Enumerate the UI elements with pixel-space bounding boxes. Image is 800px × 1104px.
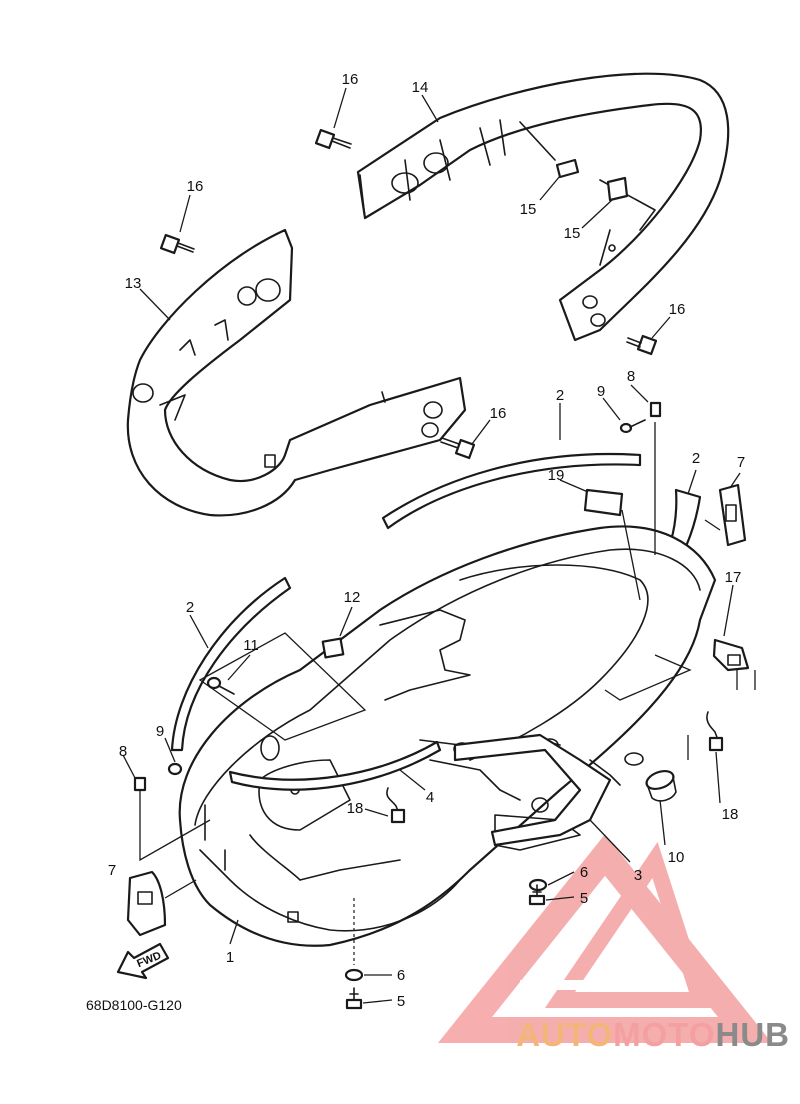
part-2-seal-left: [170, 576, 292, 752]
fwd-arrow-icon: FWD: [116, 942, 170, 980]
callout-16: 16: [669, 301, 686, 318]
bolt-16-icon: [314, 128, 352, 150]
part-18-clip-icon: [386, 787, 406, 824]
callout-19: 19: [548, 467, 565, 484]
callout-10: 10: [668, 849, 685, 866]
callout-14: 14: [412, 79, 429, 96]
part-5-bolt-icon: [345, 987, 363, 1010]
callout-8: 8: [119, 743, 127, 760]
part-11-screw-icon: [206, 676, 235, 695]
callout-18: 18: [347, 800, 364, 817]
part-3-bracket: [453, 733, 612, 847]
assembly-guide-lines: [139, 422, 756, 965]
callout-6: 6: [397, 967, 405, 984]
diagram-code: 68D8100-G120: [86, 997, 182, 1013]
callout-2: 2: [692, 450, 700, 467]
callout-9: 9: [156, 723, 164, 740]
part-17-fitting-icon: [712, 638, 750, 672]
callout-17: 17: [725, 569, 742, 586]
callout-2: 2: [556, 387, 564, 404]
part-6-washer-icon: [344, 968, 364, 982]
callout-4: 4: [426, 789, 434, 806]
part-9-screw-icon: [619, 419, 646, 434]
callout-leaders: [122, 87, 741, 1004]
callout-1: 1: [226, 949, 234, 966]
watermark-logo-icon: [437, 834, 773, 1043]
callout-16: 16: [187, 178, 204, 195]
callout-16: 16: [490, 405, 507, 422]
callout-5: 5: [397, 993, 405, 1010]
callout-15: 15: [564, 225, 581, 242]
bolt-16-icon: [440, 437, 476, 460]
callout-5: 5: [580, 890, 588, 907]
callout-7: 7: [737, 454, 745, 471]
callout-12: 12: [344, 589, 361, 606]
part-8-clip-icon: [649, 401, 662, 418]
callout-8: 8: [627, 368, 635, 385]
callout-16: 16: [342, 71, 359, 88]
part-15-pad-upper: [555, 158, 580, 179]
part-4-seal: [228, 740, 442, 791]
callout-13: 13: [125, 275, 142, 292]
part-7-latch-left-icon: [126, 870, 167, 937]
part-12-clip-icon: [321, 637, 345, 659]
callout-9: 9: [597, 383, 605, 400]
callout-11: 11: [243, 637, 259, 654]
part-9-screw-icon: [167, 762, 183, 776]
part-2-seal-top: [381, 452, 642, 530]
part-7-latch-right-icon: [718, 483, 747, 547]
callout-2: 2: [186, 599, 194, 616]
callout-6: 6: [580, 864, 588, 881]
bolt-16-icon: [626, 334, 658, 356]
part-19-label-icon: [583, 488, 624, 517]
part-13-front-bracket: [126, 228, 467, 517]
part-5-bolt-icon: [528, 884, 546, 906]
part-8-clip-icon: [133, 776, 147, 792]
part-18-clip-icon: [706, 711, 724, 752]
part-6-washer-icon: [528, 878, 548, 892]
watermark-part-hub: HUB: [715, 1016, 790, 1053]
bolt-16-icon: [159, 233, 195, 255]
watermark-part-moto: MOTO: [613, 1016, 716, 1053]
part-15-pad-lower: [606, 176, 629, 202]
callout-7: 7: [108, 862, 116, 879]
callout-18: 18: [722, 806, 739, 823]
callout-labels: 16 14 16 15 15 13 16 16 2 9 8 19 2 7 17 …: [108, 71, 745, 1010]
part-10-grommet-icon: [645, 769, 677, 802]
callout-3: 3: [634, 867, 642, 884]
callout-15: 15: [520, 201, 537, 218]
watermark-part-auto: AUTO: [516, 1016, 614, 1053]
